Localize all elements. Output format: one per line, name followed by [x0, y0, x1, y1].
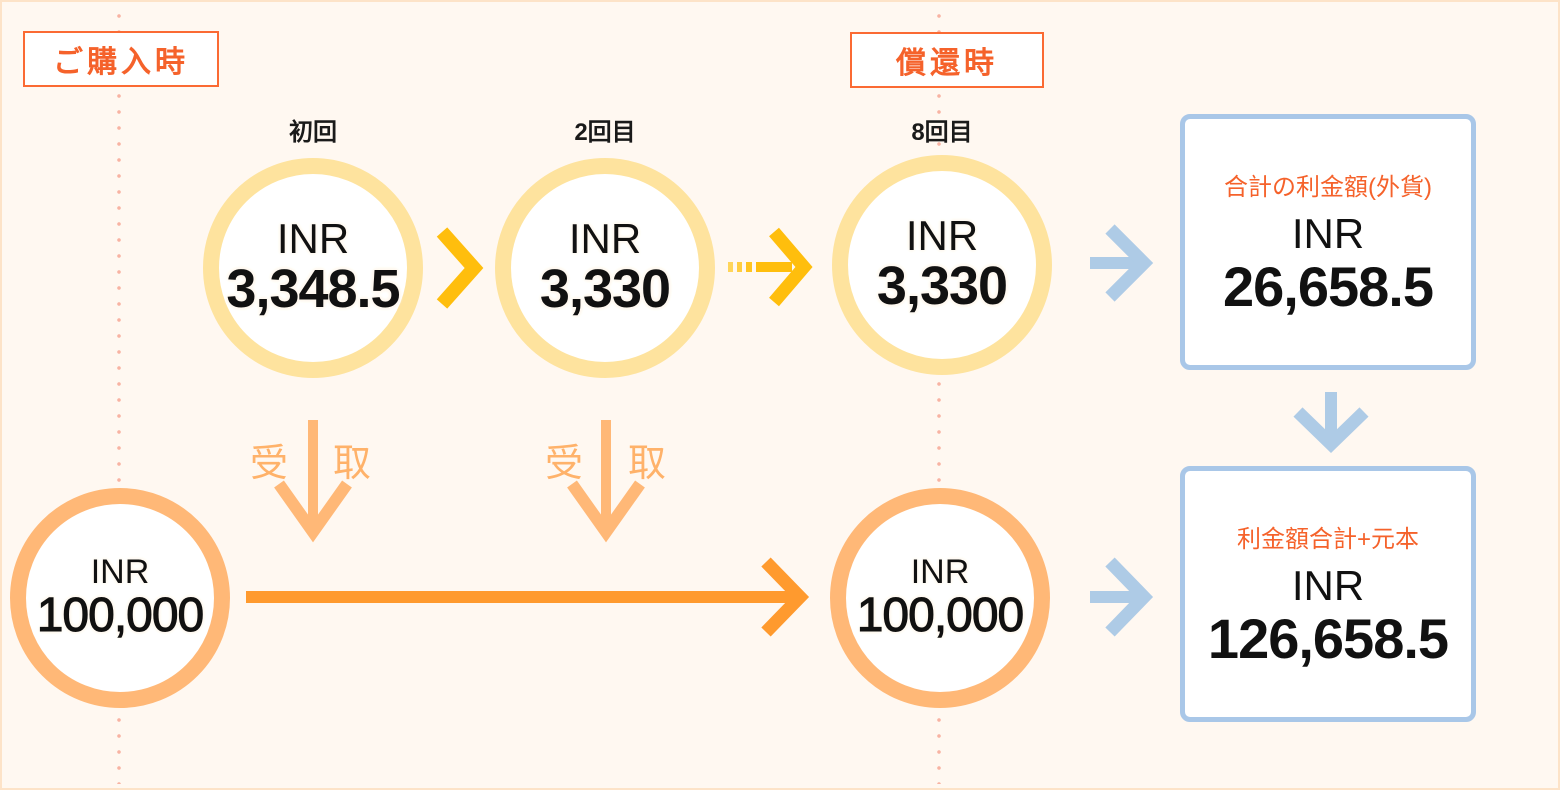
interest-payment-first: INR 3,348.5	[203, 158, 423, 378]
currency-code: INR	[1291, 209, 1365, 257]
round-label-eighth: 8回目	[911, 119, 973, 146]
total-interest-title: 合計の利金額(外貨)	[1224, 173, 1432, 201]
total-with-principal-box: 利金額合計+元本 INR 126,658.5	[1180, 466, 1476, 722]
total-interest-amount: 26,658.5	[1223, 254, 1434, 318]
total-interest-box: 合計の利金額(外貨) INR 26,658.5	[1180, 114, 1476, 370]
payment-amount: 3,330	[539, 259, 671, 319]
currency-code: INR	[910, 553, 970, 591]
receive-label-char: 受	[545, 443, 584, 485]
principal-returned: INR 100,000	[830, 488, 1050, 708]
currency-code: INR	[568, 215, 642, 262]
interest-payment-second: INR 3,330	[495, 158, 715, 378]
currency-code: INR	[90, 553, 150, 591]
chevron-right-icon	[436, 227, 484, 309]
redemption-stage-label: 償還時	[850, 32, 1044, 88]
redemption-timeline-line	[937, 8, 941, 784]
arrow-down-receive-icon	[567, 420, 645, 543]
payment-amount: 3,348.5	[226, 259, 400, 319]
currency-code: INR	[276, 215, 350, 262]
total-with-principal-title: 利金額合計+元本	[1236, 525, 1419, 553]
currency-code: INR	[905, 212, 979, 259]
arrow-right-icon	[1090, 224, 1154, 302]
purchase-stage-label: ご購入時	[23, 31, 219, 87]
round-label-second: 2回目	[574, 119, 636, 146]
receive-label-char: 取	[333, 443, 372, 485]
long-arrow-right-icon	[246, 557, 810, 637]
receive-label-char: 受	[250, 443, 289, 485]
receive-label-char: 取	[628, 443, 667, 485]
dotted-arrow-right-icon	[728, 227, 813, 307]
currency-code: INR	[1291, 561, 1365, 609]
interest-payment-eighth: INR 3,330	[832, 155, 1052, 375]
payment-amount: 3,330	[876, 256, 1008, 316]
principal-invested: INR 100,000	[10, 488, 230, 708]
principal-amount: 100,000	[36, 589, 205, 642]
arrow-down-receive-icon	[274, 420, 352, 543]
purchase-timeline-line	[117, 8, 121, 784]
round-label-first: 初回	[289, 119, 337, 146]
arrow-down-icon	[1293, 392, 1369, 454]
principal-amount: 100,000	[856, 589, 1025, 642]
arrow-right-icon	[1090, 557, 1154, 637]
total-with-principal-amount: 126,658.5	[1207, 606, 1449, 670]
